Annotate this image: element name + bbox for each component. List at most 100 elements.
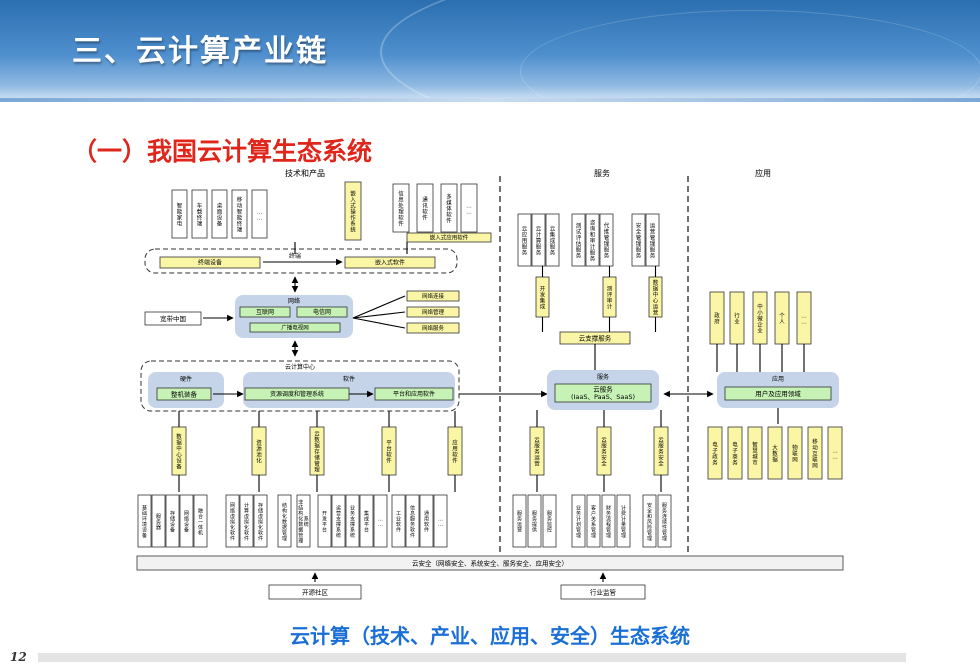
hardware-box-label: 整机装备 bbox=[171, 389, 198, 398]
embedded-os-box-label: 操 bbox=[350, 208, 356, 216]
service-lower-item-label: 服 bbox=[658, 443, 664, 450]
bottom-item-box-label: 环 bbox=[142, 517, 147, 523]
service-lower-item-label: 全 bbox=[601, 460, 607, 468]
terminal-device-item-label: 动 bbox=[237, 203, 243, 210]
bottom-item-box-label: 服 bbox=[156, 514, 161, 520]
service-bottom-item-label: 控 bbox=[547, 527, 552, 534]
service-top-item-label: 安 bbox=[636, 222, 642, 230]
service-lower-item-label: 务 bbox=[601, 448, 607, 456]
terminal-device-item-label: 车 bbox=[197, 202, 203, 210]
middle-node-box-label: 理 bbox=[314, 467, 320, 474]
application-field-item bbox=[747, 426, 763, 480]
bottom-item-box-label: 化 bbox=[258, 524, 263, 531]
service-bottom-item-label: 提 bbox=[532, 521, 537, 528]
service-bottom-item bbox=[542, 494, 557, 548]
application-field-item-label: 联 bbox=[812, 456, 818, 464]
embedded-software-item-label: 软 bbox=[398, 214, 404, 222]
service-top-item bbox=[517, 213, 532, 267]
service-top-item-label: 云 bbox=[550, 226, 556, 233]
bottom-item-box-label: 运 bbox=[336, 505, 341, 512]
service-mid-item-label: 心 bbox=[653, 298, 659, 305]
service-top-item-label: 务 bbox=[576, 252, 582, 260]
application-field-item-label: 子 bbox=[712, 448, 718, 455]
bottom-item-box-label: 拟 bbox=[230, 518, 235, 525]
terminal-device-box bbox=[159, 256, 261, 269]
bottom-item-box-label: 数 bbox=[282, 518, 287, 525]
service-top-item-label: 务 bbox=[636, 252, 642, 260]
bottom-item-box-label: 发 bbox=[322, 516, 327, 523]
service-top-item-label: 服 bbox=[604, 247, 610, 254]
bottom-item-box bbox=[359, 494, 374, 548]
bottom-item-box bbox=[193, 494, 208, 548]
service-bottom-item-label: 务 bbox=[662, 507, 667, 514]
service-bottom-item-label: 服 bbox=[517, 511, 522, 517]
platform-box-label: 平台和应用软件 bbox=[393, 390, 435, 398]
service-bottom-item-label: 供 bbox=[532, 527, 537, 534]
service-bottom-item-label: 计 bbox=[621, 516, 626, 523]
service-lower-item-label: 安 bbox=[658, 454, 664, 462]
network-item-box bbox=[406, 306, 460, 318]
service-bottom-item-label: 务 bbox=[606, 510, 611, 517]
middle-node-box-label: 源 bbox=[256, 445, 262, 453]
service-lower-item-label: 服 bbox=[601, 443, 607, 450]
application-field-item-label: 物 bbox=[792, 444, 798, 452]
bottom-item-box-label: 统 bbox=[350, 532, 355, 539]
datacenter-group-label: 云计算中心 bbox=[285, 363, 315, 371]
service-bottom-item-label: 和 bbox=[647, 513, 652, 520]
embedded-software-item-label: 息 bbox=[398, 196, 404, 204]
service-lower-item-label: 营 bbox=[534, 460, 540, 468]
service-top-item-label: 维 bbox=[604, 228, 610, 236]
terminal-device-item-label: 终 bbox=[197, 214, 203, 222]
bottom-item-box-label: 础 bbox=[142, 510, 147, 517]
bottom-item-box-label: 软 bbox=[424, 521, 429, 528]
terminal-device-item bbox=[231, 189, 248, 239]
bottom-item-box bbox=[137, 494, 152, 548]
embedded-software-item-label: 体 bbox=[446, 205, 452, 213]
service-top-item-label: 全 bbox=[636, 228, 642, 236]
middle-node-box-label: 应 bbox=[452, 439, 458, 447]
application-top-item-label: … bbox=[801, 320, 807, 326]
bottom-item-box-label: 支 bbox=[336, 516, 341, 523]
terminal-device-item-label: 端 bbox=[197, 220, 203, 228]
application-field-item bbox=[707, 426, 723, 480]
bottom-item-box bbox=[253, 494, 268, 548]
service-lower-item-label: 云 bbox=[658, 437, 664, 444]
bottom-item-box-label: 件 bbox=[424, 527, 429, 534]
application-top-item-label: 业 bbox=[757, 327, 763, 335]
bottom-item-box-label: 据 bbox=[282, 524, 287, 531]
application-top-item-label: … bbox=[801, 314, 807, 320]
bottom-item-box-label: 构 bbox=[298, 510, 303, 517]
column-header-tech: 技术和产品 bbox=[285, 168, 325, 178]
bottom-item-box-label: 营 bbox=[336, 510, 341, 517]
cloud-support-box-label: 云支撑服务 bbox=[579, 333, 612, 342]
bottom-item-box-label: 机 bbox=[198, 529, 203, 536]
middle-node-box-label: 存 bbox=[314, 448, 320, 456]
embedded-software-item-label: 件 bbox=[422, 214, 428, 222]
application-top-item-label: 中 bbox=[757, 303, 763, 311]
bottom-item-box bbox=[179, 494, 194, 548]
platform-box bbox=[374, 387, 454, 401]
application-field-item-label: 商 bbox=[732, 453, 738, 461]
bottom-item-box-label: 备 bbox=[184, 527, 189, 534]
service-mid-item-label: 评 bbox=[607, 291, 613, 299]
bottom-item-box-label: 备 bbox=[142, 532, 147, 539]
service-bottom-item-label: 财 bbox=[606, 505, 611, 512]
bottom-item-box-label: 虚 bbox=[230, 513, 235, 520]
service-mid-item-label: 开 bbox=[540, 286, 546, 293]
middle-node-box-label: 池 bbox=[256, 451, 262, 459]
service-bottom-item bbox=[616, 494, 631, 548]
bottom-item-box-label: 用 bbox=[424, 517, 429, 523]
title-banner: 三、云计算产业链 bbox=[0, 0, 980, 100]
application-top-item-label: 企 bbox=[757, 321, 763, 329]
service-top-item-label: 服 bbox=[636, 247, 642, 254]
service-top-item-label: 估 bbox=[576, 240, 582, 248]
embedded-software-item-label: 软 bbox=[422, 208, 428, 216]
application-field-item-label: 子 bbox=[732, 448, 738, 455]
terminal-device-item bbox=[171, 189, 188, 239]
application-box-label: 用户及应用领域 bbox=[755, 389, 801, 398]
bottom-item-box-label: 构 bbox=[282, 507, 287, 514]
application-field-item-label: 务 bbox=[712, 459, 718, 467]
embedded-os-box-label: 式 bbox=[350, 202, 356, 210]
service-top-item bbox=[585, 213, 600, 267]
application-field-item-label: 移 bbox=[812, 438, 818, 446]
